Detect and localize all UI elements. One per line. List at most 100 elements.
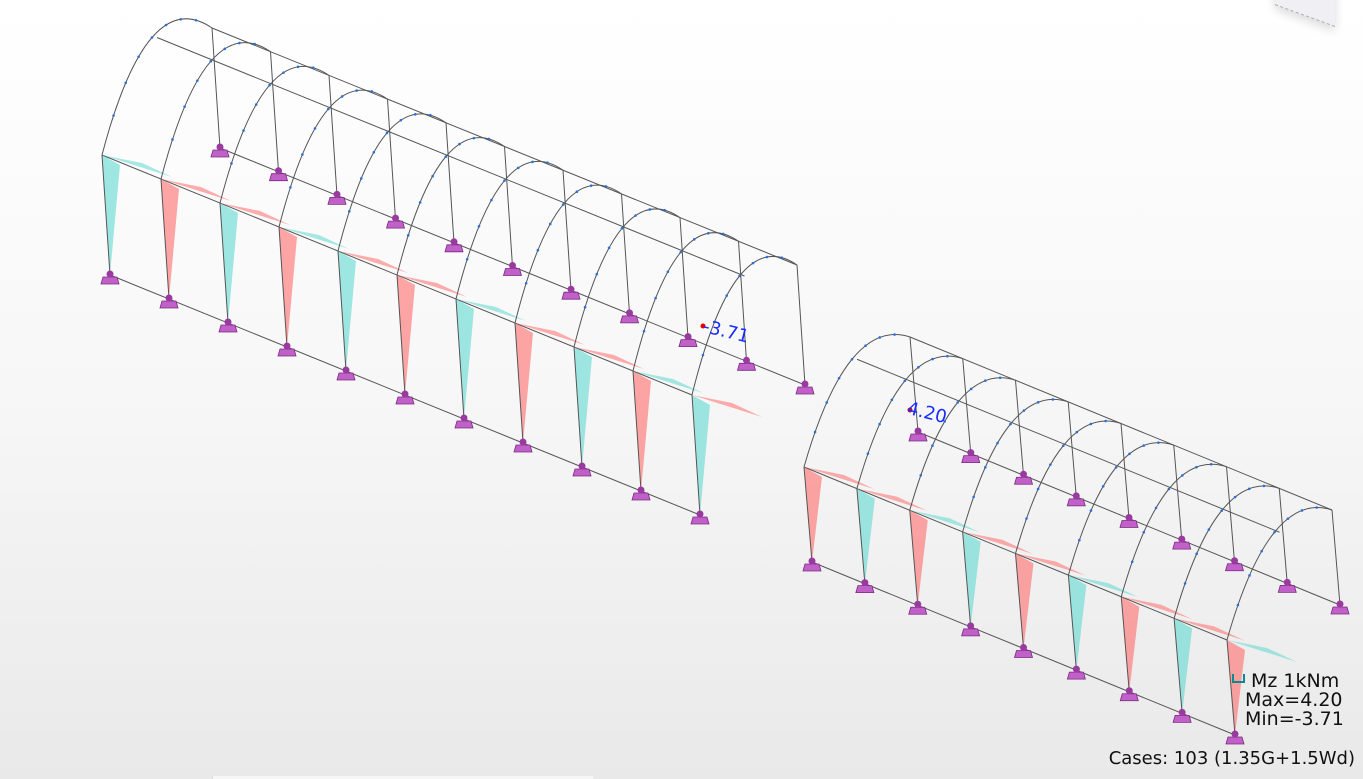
support-icon: [1066, 498, 1086, 507]
arch-member: [101, 18, 213, 156]
node: [1128, 452, 1131, 456]
node: [575, 190, 579, 193]
support-node: [1231, 557, 1238, 565]
node: [313, 127, 317, 130]
column: [1120, 423, 1130, 519]
support-icon: [268, 173, 289, 182]
node: [903, 379, 907, 383]
moment-diagram: [161, 179, 231, 201]
node: [326, 107, 330, 111]
moment-diagram: [1121, 596, 1140, 692]
support-node: [275, 167, 282, 175]
moment-diagram: [102, 155, 172, 177]
node: [546, 161, 549, 164]
support-icon: [908, 433, 928, 442]
column: [1331, 509, 1341, 606]
column: [445, 122, 455, 243]
moment-diagram: [574, 347, 644, 369]
node: [1130, 560, 1134, 564]
support-icon: [795, 386, 815, 395]
column: [1015, 553, 1024, 649]
support-icon: [855, 585, 875, 594]
column: [387, 99, 396, 220]
node: [372, 151, 376, 154]
node: [171, 138, 174, 141]
column: [328, 75, 338, 196]
node: [825, 401, 829, 404]
node: [1154, 506, 1158, 510]
support-icon: [1119, 520, 1139, 528]
moment-diagram: [962, 531, 981, 627]
column: [909, 510, 919, 606]
arch-member: [1067, 442, 1174, 576]
node: [209, 60, 213, 63]
moment-diagram: [909, 510, 980, 533]
support-node: [392, 214, 399, 222]
node: [893, 333, 896, 336]
node: [917, 365, 920, 369]
support-node: [224, 318, 232, 326]
node: [983, 466, 987, 469]
node: [223, 47, 227, 51]
node: [1315, 506, 1318, 509]
support-node: [801, 380, 809, 388]
support-icon: [1224, 563, 1245, 572]
node: [150, 36, 154, 39]
moment-diagram: [909, 510, 928, 606]
node: [1248, 574, 1251, 577]
moment-diagram: [397, 275, 415, 395]
node: [1195, 552, 1198, 556]
node: [548, 222, 552, 226]
node: [112, 114, 115, 117]
column: [803, 466, 813, 563]
column: [337, 250, 347, 372]
column: [101, 154, 111, 276]
node: [692, 238, 696, 241]
node: [1220, 509, 1223, 512]
node: [1101, 484, 1105, 488]
node: [931, 444, 934, 447]
node: [943, 420, 947, 423]
support-icon: [1013, 476, 1034, 485]
support-node: [967, 622, 975, 630]
node: [444, 155, 448, 159]
column: [573, 346, 583, 468]
node: [780, 256, 783, 259]
support-node: [1125, 514, 1133, 521]
ridge-member: [856, 358, 1280, 533]
moment-diagram: [279, 227, 297, 347]
column: [856, 488, 866, 584]
node: [561, 203, 565, 206]
node: [516, 166, 520, 170]
moment-diagram: [515, 323, 585, 345]
node: [385, 131, 389, 135]
support-node: [1020, 470, 1027, 478]
support-icon: [908, 606, 928, 615]
node: [946, 354, 949, 358]
node: [1036, 401, 1040, 404]
node: [595, 272, 599, 276]
node: [604, 185, 608, 188]
node: [137, 55, 140, 59]
moment-diagram: [102, 155, 120, 275]
support-icon: [454, 420, 474, 429]
node: [813, 430, 817, 434]
node: [679, 250, 683, 254]
node: [406, 234, 410, 237]
column: [1067, 575, 1077, 671]
max-marker: [907, 407, 913, 413]
node: [340, 95, 344, 98]
support-icon: [631, 492, 651, 501]
node: [721, 232, 725, 236]
moment-diagram: [1015, 553, 1034, 649]
support-icon: [218, 324, 238, 333]
column: [621, 193, 630, 314]
moment-diagram: [1015, 553, 1086, 576]
moment-diagram: [1174, 618, 1193, 714]
support-node: [509, 262, 516, 269]
node: [1142, 530, 1146, 534]
support-node: [637, 486, 645, 494]
node: [1300, 509, 1304, 512]
node: [634, 214, 637, 217]
